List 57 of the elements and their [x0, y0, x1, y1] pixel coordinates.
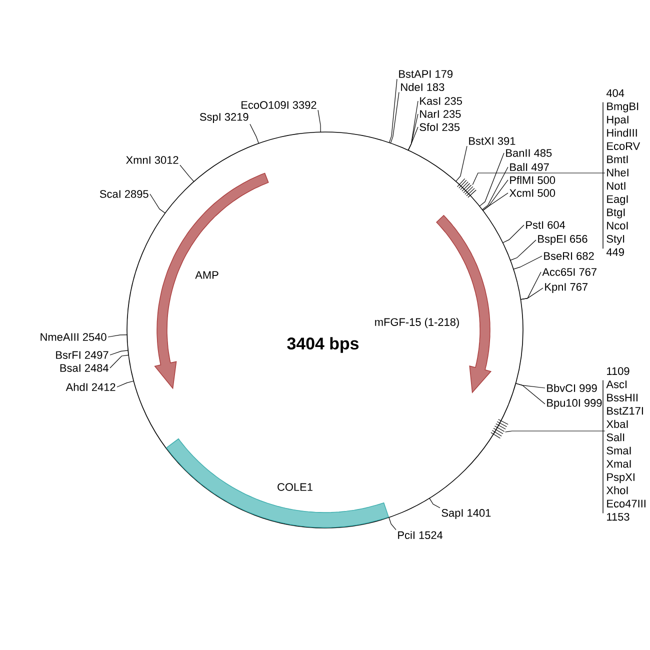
- site-label: NdeI 183: [401, 82, 444, 92]
- site-label: BstAPI 179: [399, 70, 452, 78]
- size-label: 3404 bps: [287, 337, 359, 353]
- site-label: BsrFI 2497: [56, 351, 108, 359]
- site-label: BbvCI 999: [547, 384, 597, 392]
- site-label: SspI 3219: [200, 113, 248, 123]
- site-label: EcoO109I 3392: [242, 101, 316, 109]
- site-label: XmnI 3012: [126, 156, 178, 164]
- leader-line: [515, 383, 546, 404]
- leader-line: [457, 172, 606, 198]
- site-label: BseRI 682: [544, 252, 594, 260]
- site-label: PciI 1524: [398, 530, 443, 540]
- site-label: ScaI 2895: [100, 190, 148, 198]
- feature-label: COLE1: [278, 483, 312, 491]
- leader-line: [482, 166, 508, 210]
- leader-line: [408, 126, 418, 151]
- leader-line: [479, 152, 504, 206]
- leader-line: [388, 517, 396, 530]
- leader-line: [510, 240, 536, 261]
- leader-line: [110, 350, 128, 356]
- leader-line: [388, 78, 398, 143]
- leader-line: [429, 498, 440, 508]
- site-label: BanII 485: [506, 149, 552, 157]
- site-label: AhdI 2412: [66, 382, 116, 392]
- site-label: BsaI 2484: [60, 364, 108, 372]
- enzyme-list: 1109 AscI BssHII BstZ17I XbaI SalI SmaI XmaI PspXI XhoI Eco47III 1153: [606, 367, 646, 521]
- leader-line: [456, 146, 468, 182]
- leader-line: [108, 334, 128, 338]
- leader-line: [502, 224, 524, 244]
- site-label: KpnI 767: [545, 283, 588, 293]
- leader-line: [490, 419, 606, 439]
- site-label: BstXI 391: [469, 137, 516, 145]
- site-label: KasI 235: [420, 97, 462, 105]
- feature-label: mFGF-15 (1-218): [375, 318, 459, 328]
- leader-line: [482, 192, 508, 211]
- leader-line: [116, 380, 134, 388]
- site-label: NarI 235: [420, 110, 461, 118]
- site-label: BalI 497: [510, 162, 549, 172]
- leader-line: [318, 110, 321, 132]
- site-label: NmeAIII 2540: [40, 333, 106, 341]
- site-label: Bpu10I 999: [547, 399, 602, 409]
- site-label: XcmI 500: [509, 189, 556, 197]
- site-label: Acc65I 767: [542, 268, 596, 276]
- leader-line: [150, 194, 166, 214]
- site-label: BspEI 656: [538, 235, 588, 245]
- leader-line: [390, 92, 400, 144]
- leader-line: [180, 164, 194, 182]
- leader-line: [513, 256, 542, 270]
- site-label: SfoI 235: [420, 122, 460, 131]
- site-label: PstI 604: [526, 221, 566, 229]
- feature-label: AMP: [195, 271, 218, 279]
- enzyme-list: 404 BmgBI HpaI HindIII EcoRV BmtI NheI NotI EagI BtgI NcoI StyI 449: [606, 89, 640, 256]
- site-label: PflMI 500: [510, 176, 556, 184]
- leader-line: [110, 354, 129, 368]
- leader-line: [250, 124, 259, 144]
- site-label: SapI 1401: [442, 509, 491, 519]
- leader-line: [520, 288, 544, 300]
